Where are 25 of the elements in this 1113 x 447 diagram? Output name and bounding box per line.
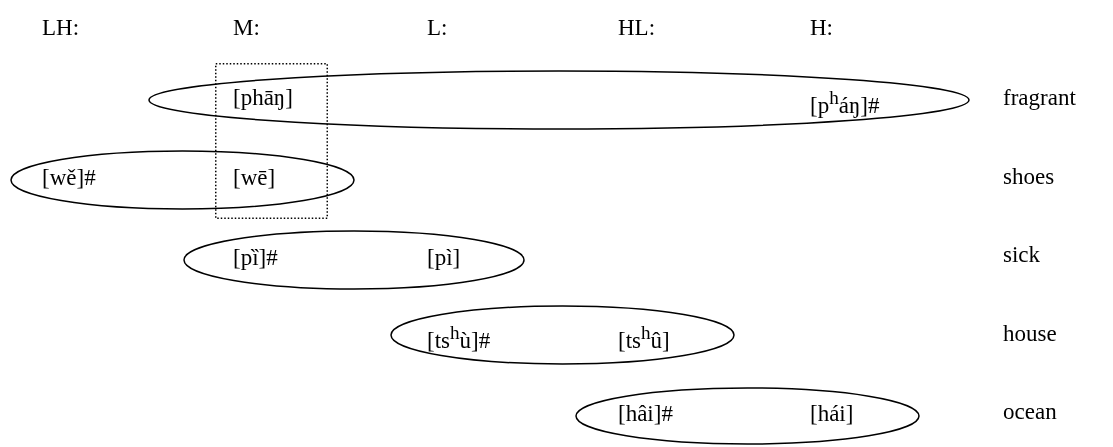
- transcription: [ts$^{h}$û]: [618, 321, 670, 354]
- transcription: [hái]: [810, 401, 854, 427]
- transcription: [pȉ]#: [233, 245, 278, 271]
- transcription: [ts$^{h}$ù]#: [427, 321, 491, 354]
- gloss: ocean: [1003, 399, 1057, 425]
- tone-ellipse: [148, 70, 970, 130]
- transcription: [wě]#: [42, 165, 96, 191]
- tone-ellipse: [10, 150, 355, 210]
- column-heading: HL:: [618, 15, 656, 41]
- gloss: house: [1003, 320, 1057, 347]
- column-heading: L:: [427, 15, 448, 41]
- gloss: sick: [1003, 242, 1041, 268]
- tone-ellipse: [390, 305, 735, 365]
- transcription: [wē]: [233, 165, 276, 191]
- tone-ellipse: [183, 230, 525, 290]
- transcription: [pì]: [427, 245, 461, 271]
- column-heading: H:: [810, 15, 833, 41]
- gloss: fragrant: [1003, 85, 1076, 111]
- transcription: [hâi]#: [618, 401, 673, 427]
- gloss: shoes: [1003, 163, 1055, 190]
- tone-ellipse: [575, 387, 920, 445]
- column-heading: M:: [233, 15, 260, 41]
- transcription: [p$^{h}$áŋ]#: [810, 86, 880, 119]
- transcription: [phāŋ]: [233, 85, 293, 111]
- column-heading: LH:: [42, 15, 80, 41]
